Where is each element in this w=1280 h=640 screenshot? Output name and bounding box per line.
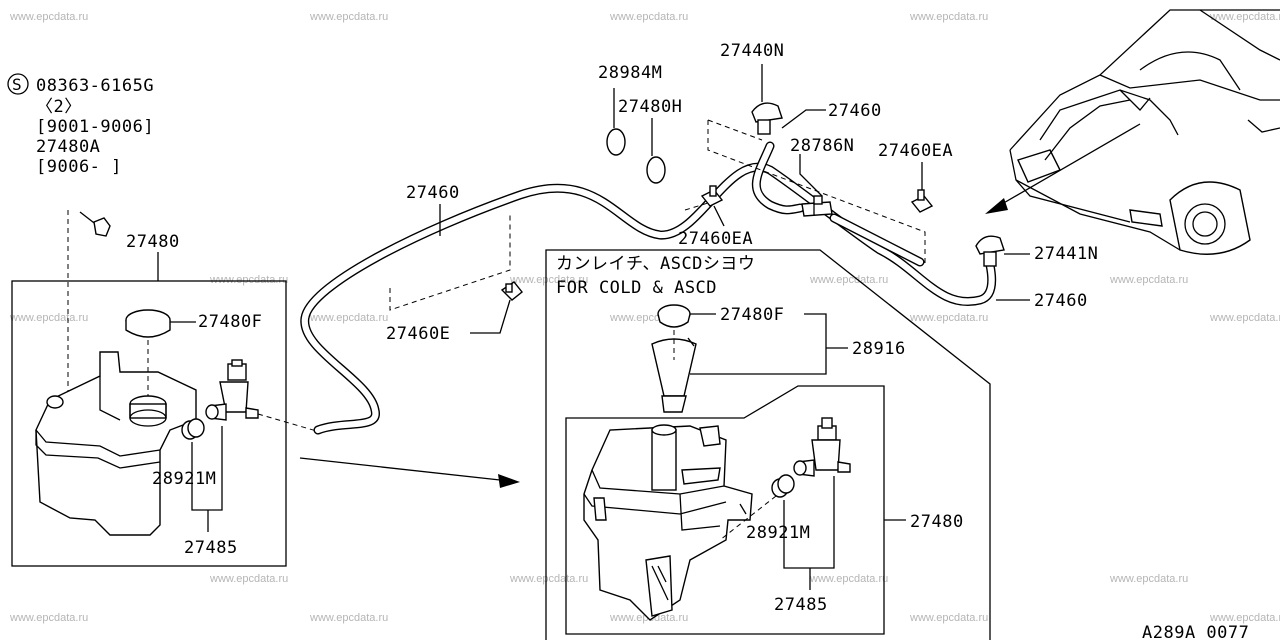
label-27460E: 27460E <box>386 324 450 344</box>
inset-tank-frame <box>565 385 885 635</box>
watermark: www.epcdata.ru <box>1209 612 1280 624</box>
watermark: www.epcdata.ru <box>909 11 988 23</box>
screw-icon <box>67 210 111 400</box>
label-27480-inset: 27480 <box>910 512 964 532</box>
screw-symbol-circle <box>7 73 29 95</box>
pump-grommet <box>181 418 205 440</box>
label-27460-top: 27460 <box>828 101 882 121</box>
label-28984M: 28984M <box>598 63 662 83</box>
watermark: www.epcdata.ru <box>509 274 588 286</box>
label-27485-inset: 27485 <box>774 595 828 615</box>
label-27480-main: 27480 <box>126 232 180 252</box>
watermark: www.epcdata.ru <box>809 573 888 585</box>
label-28921M-inset: 28921M <box>746 523 810 543</box>
label-27480F-main: 27480F <box>198 312 262 332</box>
hose-clip-27460EA-mid <box>700 185 724 207</box>
watermark: www.epcdata.ru <box>1209 11 1280 23</box>
watermark: www.epcdata.ru <box>309 612 388 624</box>
watermark: www.epcdata.ru <box>809 274 888 286</box>
inset-note-jp: カンレイチ、ASCDシヨウ <box>556 254 755 274</box>
hose-clip-27460EA-right <box>910 189 934 213</box>
nozzle-27441N <box>975 235 1005 267</box>
watermark: www.epcdata.ru <box>509 573 588 585</box>
check-valve-28786N <box>801 195 833 217</box>
filler-neck <box>651 304 697 413</box>
screw-part-number: 08363-6165G <box>36 76 154 96</box>
watermark: www.epcdata.ru <box>309 312 388 324</box>
label-27441N: 27441N <box>1034 244 1098 264</box>
washer-pump <box>205 359 259 421</box>
inset-washer-pump <box>793 417 851 477</box>
label-27460-right: 27460 <box>1034 291 1088 311</box>
watermark: www.epcdata.ru <box>9 11 88 23</box>
label-27485-main: 27485 <box>184 538 238 558</box>
arrow-to-inset <box>299 457 520 488</box>
label-27460-left: 27460 <box>406 183 460 203</box>
label-27460EA-right: 27460EA <box>878 141 953 161</box>
label-28786N: 28786N <box>790 136 854 156</box>
screw-quantity: 〈2〉 <box>36 97 82 117</box>
watermark: www.epcdata.ru <box>9 312 88 324</box>
label-28921M-main: 28921M <box>152 469 216 489</box>
watermark: www.epcdata.ru <box>309 11 388 23</box>
nozzle-27440N <box>751 102 783 135</box>
label-27440N: 27440N <box>720 41 784 61</box>
inset-washer-tank <box>583 424 753 621</box>
washer-tank <box>35 340 197 536</box>
watermark: www.epcdata.ru <box>209 573 288 585</box>
vehicle-sketch <box>985 9 1280 255</box>
watermark: www.epcdata.ru <box>1209 312 1280 324</box>
screw-period: [9001-9006] <box>36 117 154 137</box>
diagram-code: A289A 0077 <box>1142 623 1249 640</box>
inset-pump-grommet <box>771 474 795 498</box>
watermark: www.epcdata.ru <box>909 612 988 624</box>
watermark: www.epcdata.ru <box>609 11 688 23</box>
label-27460EA-mid: 27460EA <box>678 229 753 249</box>
tank-frame <box>11 280 287 567</box>
watermark: www.epcdata.ru <box>1109 573 1188 585</box>
inset-frame <box>545 249 991 640</box>
watermark: www.epcdata.ru <box>209 274 288 286</box>
watermark: www.epcdata.ru <box>9 612 88 624</box>
tank-cap <box>125 309 196 338</box>
alt-period: [9006- ] <box>36 157 122 177</box>
washer-hose <box>300 141 997 435</box>
watermark: www.epcdata.ru <box>909 312 988 324</box>
watermarks: www.epcdata.ru www.epcdata.ru www.epcdat… <box>9 11 1280 624</box>
inset-note-en: FOR COLD & ASCD <box>556 278 717 298</box>
hose-clip-27460E <box>500 281 523 301</box>
label-27480F-inset: 27480F <box>720 305 784 325</box>
screw-callout: S 08363-6165G 〈2〉 [9001-9006] 27480A [90… <box>7 73 154 177</box>
plug-28984M <box>606 128 626 156</box>
label-27480H: 27480H <box>618 97 682 117</box>
label-28916: 28916 <box>852 339 906 359</box>
screw-symbol: S <box>12 75 22 94</box>
watermark: www.epcdata.ru <box>1109 274 1188 286</box>
alt-part-number: 27480A <box>36 137 100 157</box>
plug-27480H <box>646 156 666 184</box>
